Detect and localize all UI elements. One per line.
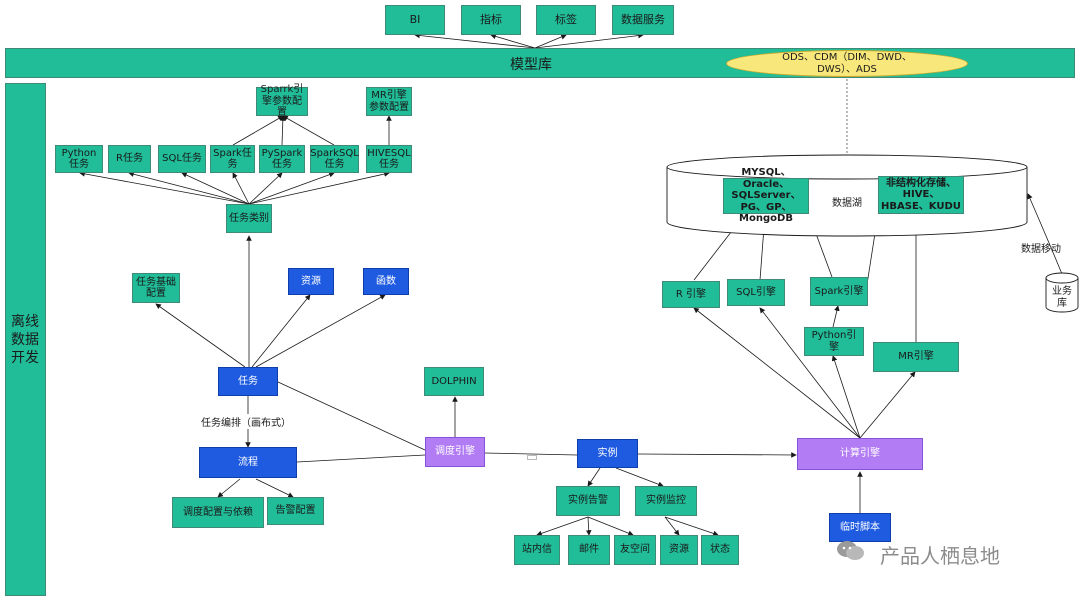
sql-task-box: SQL任务 xyxy=(158,145,206,173)
spark-task-box: Spark任务 xyxy=(210,145,255,173)
sidebar-band xyxy=(5,83,46,596)
spark-engine-box: Spark引擎 xyxy=(810,277,868,306)
spark-engine-config-box: Sparrk引擎参数配置 xyxy=(256,84,308,118)
instance-status-box: 状态 xyxy=(701,535,739,565)
instance-resource-box: 资源 xyxy=(660,535,698,565)
mr-engine-config-box: MR引擎参数配置 xyxy=(366,87,412,116)
scheduler-engine-box: 调度引擎 xyxy=(425,437,485,467)
function-box: 函数 xyxy=(363,268,409,295)
pyspark-task-box: PySpark任务 xyxy=(259,145,305,173)
tags-box: 标签 xyxy=(536,5,596,35)
resource-box: 资源 xyxy=(288,268,334,295)
task-orchestration-label: 任务编排（画布式） xyxy=(201,414,291,429)
friend-space-box: 友空间 xyxy=(614,535,656,565)
email-box: 邮件 xyxy=(568,535,610,565)
mr-engine-box: MR引擎 xyxy=(873,342,959,372)
bi-box: BI xyxy=(385,5,445,35)
dolphin-box: DOLPHIN xyxy=(424,367,484,396)
python-engine-box: Python引擎 xyxy=(804,327,864,356)
python-task-box: Python任务 xyxy=(55,145,103,173)
metrics-box: 指标 xyxy=(461,5,521,35)
schedule-config-box: 调度配置与依赖 xyxy=(172,497,264,528)
structured-storage-box: MYSQL、Oracle、SQLServer、PG、GP、MongoDB xyxy=(723,167,809,224)
instance-box: 实例 xyxy=(577,439,638,468)
instance-monitor-box: 实例监控 xyxy=(635,486,697,516)
data-migration-label: 数据移动 xyxy=(1021,244,1061,255)
r-task-box: R任务 xyxy=(108,145,151,173)
unstructured-storage-box: 非结构化存储、HIVE、HBASE、KUDU xyxy=(878,176,964,214)
model-layers-ellipse: ODS、CDM（DIM、DWD、DWS）、ADS xyxy=(726,50,968,77)
sidebar-label: 离线数据开发 xyxy=(11,314,39,367)
r-engine-box: R 引擎 xyxy=(662,281,720,308)
model-library-label: 模型库 xyxy=(510,57,552,73)
site-message-box: 站内信 xyxy=(514,535,560,565)
sparksql-task-box: SparkSQL任务 xyxy=(310,145,359,173)
wechat-icon xyxy=(837,541,864,560)
task-basic-config-box: 任务基础配置 xyxy=(132,273,180,303)
sql-engine-box: SQL引擎 xyxy=(727,279,785,306)
hivesql-task-box: HIVESQL任务 xyxy=(366,145,412,173)
compute-engine-box: 计算引擎 xyxy=(797,438,923,470)
watermark-text: 产品人栖息地 xyxy=(880,544,1000,568)
temp-script-box: 临时脚本 xyxy=(829,513,891,542)
data-lake-label: 数据湖 xyxy=(832,198,862,209)
alert-config-box: 告警配置 xyxy=(267,497,324,525)
instance-alert-box: 实例告警 xyxy=(556,486,620,516)
business-db-label: 业务库 xyxy=(1052,286,1072,309)
connector-handle-icon xyxy=(527,455,537,460)
task-category-box: 任务类别 xyxy=(226,204,272,233)
task-box: 任务 xyxy=(218,367,278,396)
data-service-box: 数据服务 xyxy=(612,5,674,35)
flow-box: 流程 xyxy=(199,447,297,478)
